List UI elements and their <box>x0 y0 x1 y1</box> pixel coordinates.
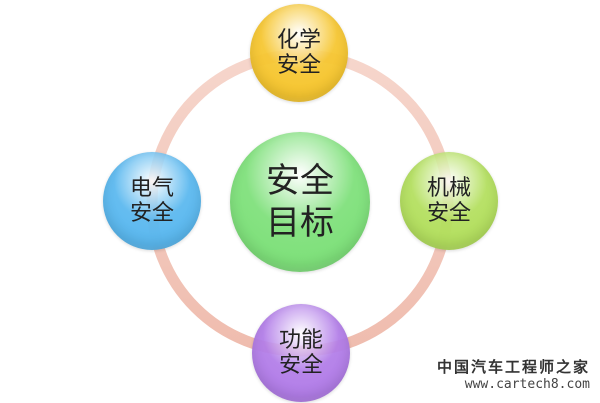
node-line1: 化学 <box>276 27 321 53</box>
node-line2: 安全 <box>276 53 321 78</box>
node-line1: 机械 <box>426 175 471 201</box>
node-line2: 安全 <box>278 353 323 378</box>
watermark-title: 中国汽车工程师之家 <box>436 358 590 376</box>
center-node-safety-goal: 安全 目标 <box>230 132 370 272</box>
node-line2: 安全 <box>129 201 174 226</box>
watermark-url: www.cartech8.com <box>464 377 590 392</box>
watermark: 中国汽车工程师之家 www.cartech8.com <box>437 356 590 392</box>
node-electrical-safety: 电气 安全 <box>103 152 201 250</box>
node-chemical-safety: 化学 安全 <box>250 4 348 102</box>
node-line2: 安全 <box>426 201 471 226</box>
center-line2: 目标 <box>266 203 334 243</box>
node-line1: 功能 <box>278 327 323 353</box>
node-functional-safety: 功能 安全 <box>252 304 350 402</box>
center-line1: 安全 <box>266 160 334 201</box>
node-line1: 电气 <box>129 175 174 201</box>
node-mechanical-safety: 机械 安全 <box>400 152 498 250</box>
